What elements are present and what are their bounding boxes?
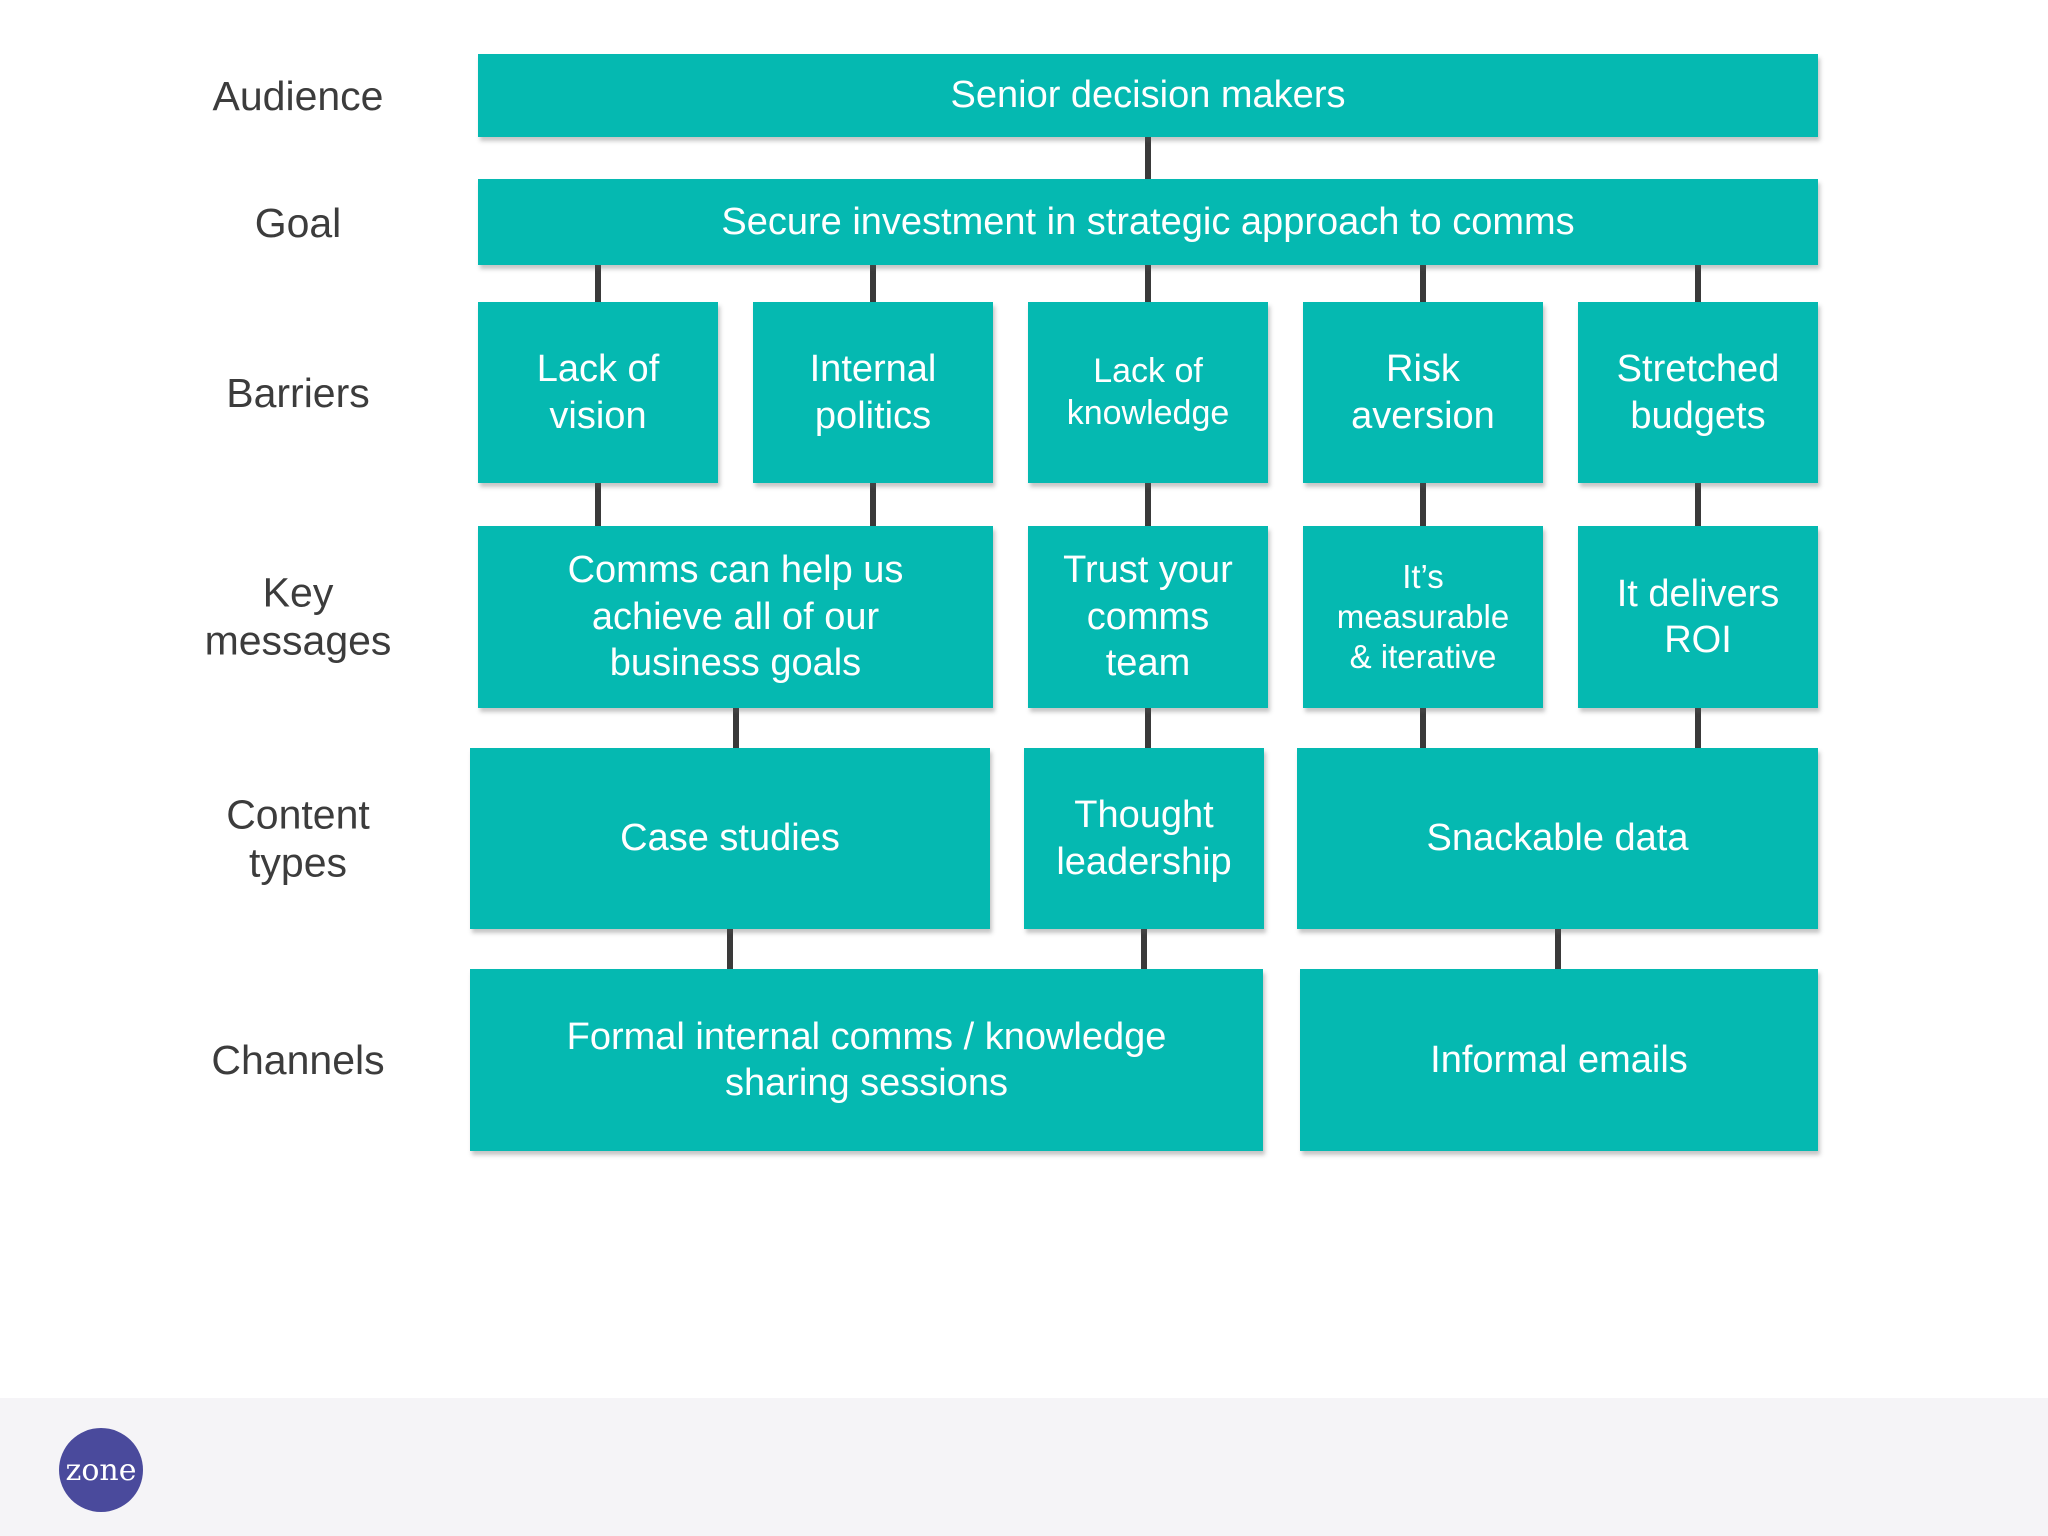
connector-line: [1145, 135, 1151, 181]
connector-line: [870, 481, 876, 528]
row-label-goal: Goal: [254, 199, 342, 246]
connector-line: [1145, 706, 1151, 750]
connector-line: [1695, 481, 1701, 528]
row-label-channels: Channels: [211, 1036, 385, 1083]
key-message-box-delivers-roi: It delivers ROI: [1578, 526, 1818, 708]
connector-line: [870, 263, 876, 304]
content-type-box-snackable-data: Snackable data: [1297, 748, 1818, 929]
row-label-content-types: Content types: [226, 791, 370, 886]
barrier-box-stretched-budgets: Stretched budgets: [1578, 302, 1818, 483]
barrier-box-risk-aversion: Risk aversion: [1303, 302, 1543, 483]
row-label-barriers: Barriers: [226, 369, 370, 416]
connector-line: [1555, 927, 1561, 971]
connector-line: [1145, 263, 1151, 304]
connector-line: [1141, 927, 1147, 971]
zone-logo: zone: [59, 1428, 143, 1512]
footer-strip: [0, 1398, 2048, 1536]
row-label-audience: Audience: [212, 72, 384, 119]
connector-line: [1420, 263, 1426, 304]
audience-box: Senior decision makers: [478, 54, 1818, 137]
channel-box-informal-emails: Informal emails: [1300, 969, 1818, 1151]
connector-line: [1145, 481, 1151, 528]
barrier-box-lack-of-vision: Lack of vision: [478, 302, 718, 483]
connector-line: [1695, 263, 1701, 304]
connector-line: [1695, 706, 1701, 750]
content-type-box-thought-leadership: Thought leadership: [1024, 748, 1264, 929]
connector-line: [1420, 481, 1426, 528]
connector-line: [595, 263, 601, 304]
goal-box: Secure investment in strategic approach …: [478, 179, 1818, 265]
content-type-box-case-studies: Case studies: [470, 748, 990, 929]
connector-line: [1420, 706, 1426, 750]
barrier-box-lack-of-knowledge: Lack of knowledge: [1028, 302, 1268, 483]
connector-line: [595, 481, 601, 528]
connector-line: [733, 706, 739, 750]
key-message-box-trust-team: Trust your comms team: [1028, 526, 1268, 708]
key-message-box-business-goals: Comms can help us achieve all of our bus…: [478, 526, 993, 708]
channel-box-formal-internal-comms: Formal internal comms / knowledge sharin…: [470, 969, 1263, 1151]
barrier-box-internal-politics: Internal politics: [753, 302, 993, 483]
row-label-key-messages: Key messages: [204, 569, 392, 664]
key-message-box-measurable: It’s measurable & iterative: [1303, 526, 1543, 708]
connector-line: [727, 927, 733, 971]
